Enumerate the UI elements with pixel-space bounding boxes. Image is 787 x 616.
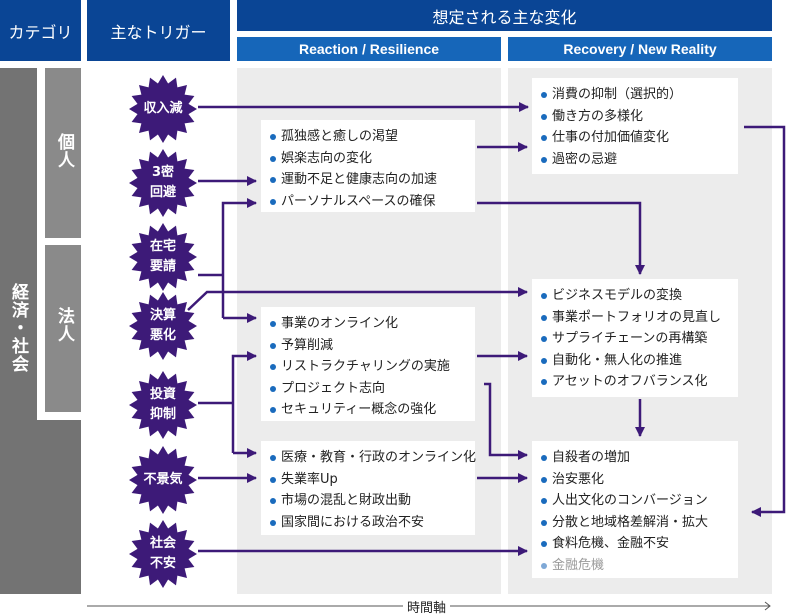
starburst-icon: [129, 371, 197, 439]
starburst-icon: [129, 520, 197, 588]
trigger-stayhome: 在宅 要請: [129, 223, 197, 291]
trigger-label: 在宅 要請: [149, 239, 176, 274]
phase-reaction-label: Reaction / Resilience: [298, 41, 440, 57]
starburst-icon: [129, 292, 197, 360]
list-item: 過密の忌避: [540, 149, 730, 171]
list-item: 失業率Up: [269, 469, 467, 491]
time-axis-label: 時間軸: [403, 597, 451, 616]
list-item: 仕事の付加価値変化: [540, 127, 730, 149]
reaction-box-society: 医療・教育・行政のオンライン化 失業率Up 市場の混乱と財政出動 国家間における…: [261, 441, 476, 535]
list-item: 医療・教育・行政のオンライン化: [269, 447, 476, 469]
list-item: パーソナルスペースの確保: [269, 191, 467, 213]
trigger-unrest: 社会 不安: [129, 520, 197, 588]
list-item: 消費の抑制（選択的）: [540, 84, 730, 106]
starburst-icon: [129, 149, 197, 217]
list-item: 働き方の多様化: [540, 106, 730, 128]
recovery-box-society: 自殺者の増加 治安悪化 人出文化のコンバージョン 分散と地域格差解消・拡大 食料…: [532, 441, 738, 578]
list-item: 市場の混乱と財政出動: [269, 490, 467, 512]
category-individual: 個人: [45, 68, 81, 238]
phase-reaction-header: Reaction / Resilience: [237, 37, 501, 61]
list-item: 事業ポートフォリオの見直し: [540, 307, 730, 329]
trigger-header: 主なトリガー: [87, 0, 230, 61]
trigger-label: 収入減: [143, 101, 183, 116]
category-header: カテゴリ: [0, 0, 81, 61]
trigger-label: 決算 悪化: [149, 308, 176, 343]
list-item: プロジェクト志向: [269, 378, 467, 400]
trigger-income: 収入減: [129, 75, 197, 143]
list-item: 事業のオンライン化: [269, 313, 467, 335]
category-corporate: 法人: [45, 245, 81, 412]
list-item: 娯楽志向の変化: [269, 148, 467, 170]
list-item: 自動化・無人化の推進: [540, 350, 730, 372]
trigger-header-label: 主なトリガー: [110, 22, 207, 42]
list-item: セキュリティー概念の強化: [269, 399, 467, 421]
list-item: 孤独感と癒しの渇望: [269, 126, 467, 148]
list-item: 食料危機、金融不安: [540, 533, 730, 555]
recovery-box-corporate: ビジネスモデルの変換 事業ポートフォリオの見直し サプライチェーンの再構築 自動…: [532, 279, 738, 397]
starburst-icon: [129, 223, 197, 291]
trigger-label: 社会 不安: [149, 536, 176, 571]
reaction-box-corporate: 事業のオンライン化 予算削減 リストラクチャリングの実施 プロジェクト志向 セキ…: [261, 307, 475, 421]
category-individual-label: 個人: [54, 133, 74, 169]
changes-header-label: 想定される主な変化: [432, 7, 577, 27]
trigger-invest: 投資 抑制: [129, 371, 197, 439]
list-item: 人出文化のコンバージョン: [540, 490, 730, 512]
list-item: 治安悪化: [540, 469, 730, 491]
trigger-recession: 不景気: [129, 446, 197, 514]
category-corporate-label: 法人: [54, 307, 74, 343]
list-item: サプライチェーンの再構築: [540, 328, 730, 350]
trigger-3c: 3密 回避: [129, 149, 197, 217]
recovery-box-individual: 消費の抑制（選択的） 働き方の多様化 仕事の付加価値変化 過密の忌避: [532, 78, 738, 174]
list-item: 分散と地域格差解消・拡大: [540, 512, 730, 534]
category-header-label: カテゴリ: [8, 22, 73, 42]
list-item: 予算削減: [269, 335, 467, 357]
list-item: ビジネスモデルの変換: [540, 285, 730, 307]
phase-recovery-label: Recovery / New Reality: [563, 41, 717, 57]
trigger-label: 3密 回避: [149, 165, 176, 200]
list-item: アセットのオフバランス化: [540, 371, 730, 393]
list-item: リストラクチャリングの実施: [269, 356, 467, 378]
reaction-box-individual: 孤独感と癒しの渇望 娯楽志向の変化 運動不足と健康志向の加速 パーソナルスペース…: [261, 120, 475, 212]
phase-recovery-header: Recovery / New Reality: [508, 37, 772, 61]
category-outer-label: 経済・社会: [8, 283, 28, 373]
list-item: 自殺者の増加: [540, 447, 730, 469]
changes-header: 想定される主な変化: [237, 0, 772, 31]
list-item: 運動不足と健康志向の加速: [269, 169, 467, 191]
starburst-icon: [129, 75, 197, 143]
trigger-label: 投資 抑制: [149, 387, 176, 422]
list-item: 国家間における政治不安: [269, 512, 467, 534]
trigger-label: 不景気: [143, 472, 183, 487]
trigger-earnings: 決算 悪化: [129, 292, 197, 360]
starburst-icon: [129, 446, 197, 514]
list-item-faded: 金融危機: [540, 555, 730, 577]
